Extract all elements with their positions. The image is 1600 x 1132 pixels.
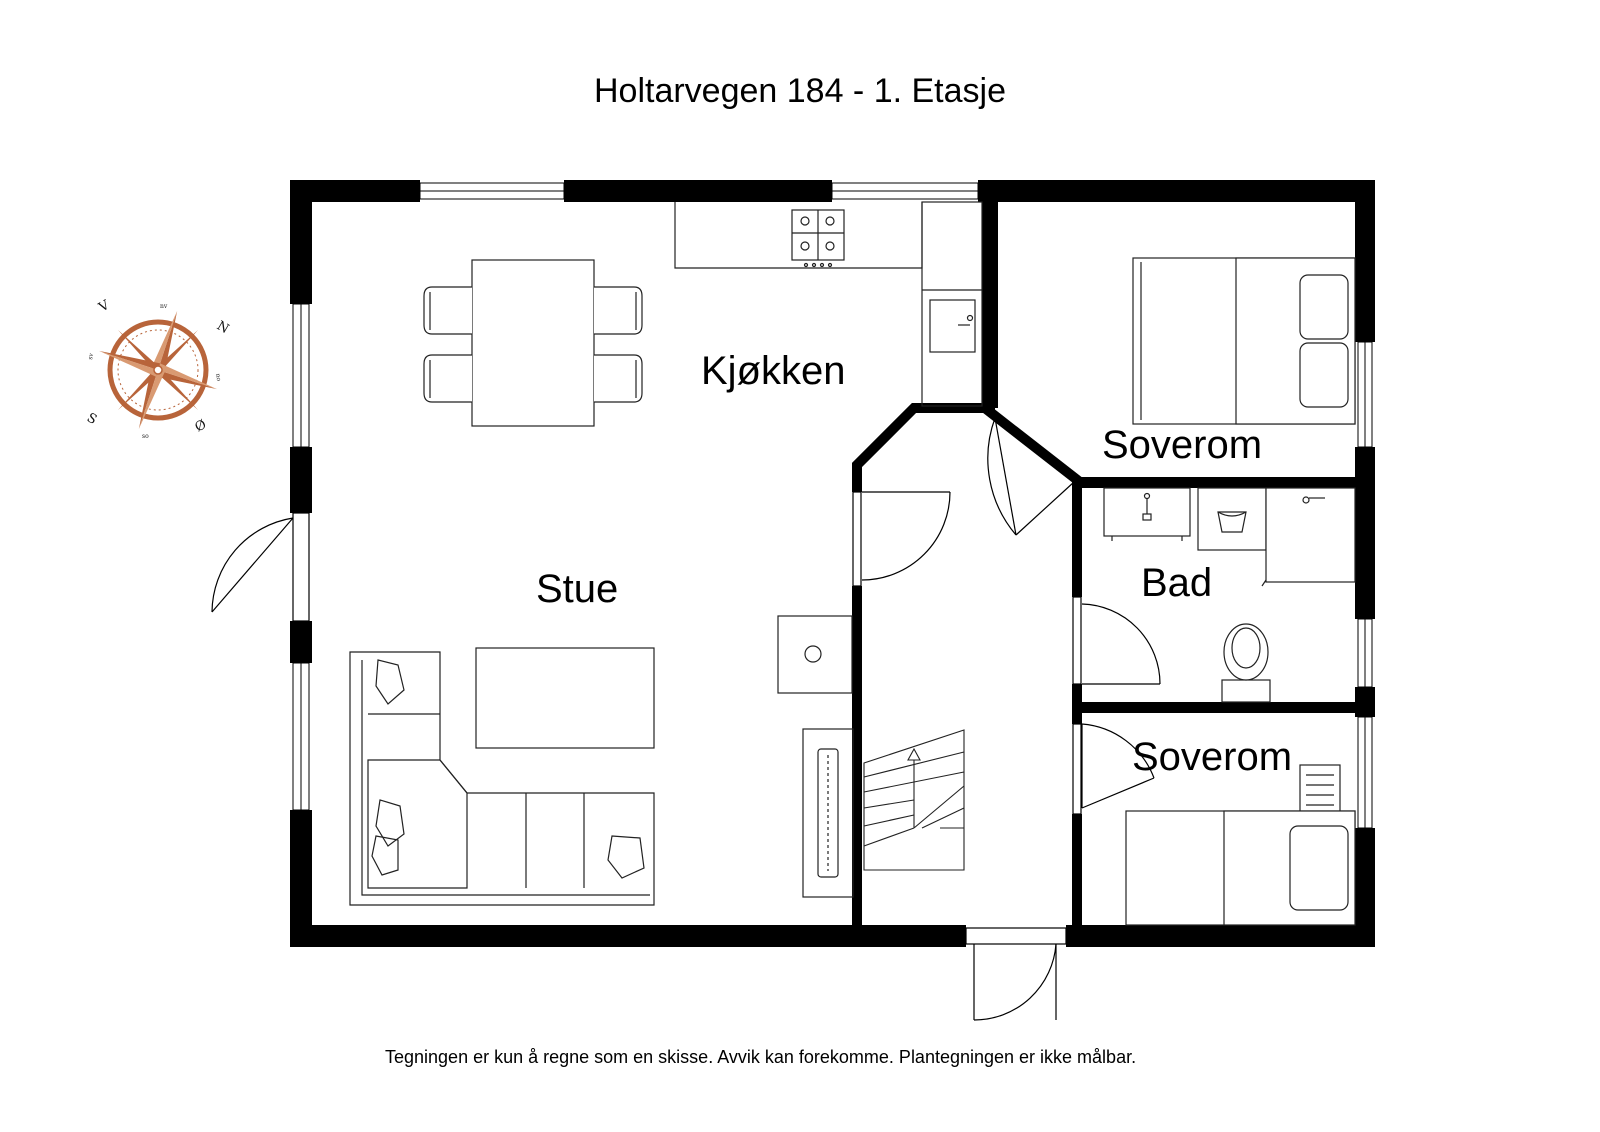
door-living-exterior — [211, 512, 310, 622]
door-hall-living — [852, 491, 951, 587]
bath-sink-cabinet — [1103, 487, 1191, 541]
wall-right-4 — [1355, 828, 1375, 947]
stairs — [863, 729, 965, 871]
wall-left-1 — [290, 180, 312, 304]
radiator — [1299, 764, 1341, 814]
wall-bath-left-1 — [1072, 477, 1082, 597]
label-kitchen: Kjøkken — [701, 349, 846, 393]
compass-nv: nv — [160, 303, 168, 310]
cushion-3 — [371, 835, 399, 876]
windows — [292, 182, 1373, 829]
compass-v: V — [96, 297, 113, 315]
compass-o: Ø — [193, 417, 210, 435]
compass-rose: N V S Ø nv sv so no — [84, 297, 231, 440]
compass-s: S — [84, 410, 99, 427]
shower — [1261, 487, 1356, 587]
cushion-4 — [607, 835, 645, 879]
washing-machine — [1197, 487, 1267, 551]
door-bathroom — [1072, 596, 1161, 685]
label-bedroom-1: Soverom — [1102, 423, 1262, 467]
living-furniture — [349, 615, 854, 906]
disclaimer-note: Tegningen er kun å regne som en skisse. … — [385, 1047, 1137, 1067]
kitchen-counter-tall — [921, 201, 983, 407]
label-living: Stue — [536, 567, 618, 611]
compass-inner-ring — [117, 329, 199, 411]
doors — [211, 417, 1161, 1021]
wall-bottom-2 — [1066, 925, 1375, 947]
wall-left-3 — [290, 621, 312, 663]
wall-top-3 — [978, 180, 1375, 202]
wall-bed2-left — [1072, 814, 1082, 947]
door-bedroom-1 — [987, 417, 1075, 536]
kitchen-sink — [929, 299, 976, 353]
wall-hall-left-1 — [852, 586, 862, 947]
chair-2 — [423, 354, 472, 403]
stove — [791, 209, 845, 268]
wall-bed2-top — [1072, 702, 1375, 713]
corner-sofa — [349, 651, 655, 906]
double-bed — [1132, 257, 1356, 425]
wall-top-2 — [564, 180, 832, 202]
compass-n: N — [214, 318, 231, 337]
wall-top-1 — [290, 180, 420, 202]
walls — [290, 180, 1375, 947]
wall-kitchen-right — [982, 180, 998, 408]
room-labels: Kjøkken Stue Soverom Bad Soverom — [536, 349, 1292, 779]
tv-bench — [802, 728, 854, 898]
stair-arrow — [907, 747, 921, 761]
kitchen-furniture — [674, 201, 983, 407]
wall-left-4 — [290, 810, 312, 947]
label-bathroom: Bad — [1141, 561, 1212, 605]
compass-sv: sv — [87, 352, 95, 360]
compass-no: no — [214, 373, 222, 382]
compass-diagonal-points — [118, 330, 198, 410]
bathroom-fixtures — [1103, 487, 1356, 703]
chair-1 — [423, 286, 472, 335]
coffee-table — [475, 647, 655, 749]
chair-3 — [594, 286, 643, 335]
dining-table — [471, 259, 595, 427]
wall-left-2 — [290, 447, 312, 513]
dining-set — [423, 259, 643, 427]
toilet — [1221, 623, 1271, 703]
wall-right-2 — [1355, 447, 1375, 619]
hall-angled-walls — [852, 403, 1084, 487]
label-bedroom-2: Soverom — [1132, 735, 1292, 779]
cushion-1 — [375, 659, 405, 705]
door-bedroom-2 — [1072, 723, 1155, 815]
wall-right-1 — [1355, 180, 1375, 342]
compass-outer-ring — [107, 319, 209, 421]
compass-so: so — [142, 433, 149, 440]
plan-title: Holtarvegen 184 - 1. Etasje — [593, 72, 1007, 110]
wall-bottom-1 — [290, 925, 966, 947]
chair-4 — [594, 354, 643, 403]
door-entrance — [965, 927, 1067, 1021]
fireplace-stove — [777, 615, 853, 694]
compass-main-points — [99, 311, 217, 429]
wall-bed1-bottom — [1072, 477, 1375, 488]
single-bed — [1125, 764, 1356, 926]
